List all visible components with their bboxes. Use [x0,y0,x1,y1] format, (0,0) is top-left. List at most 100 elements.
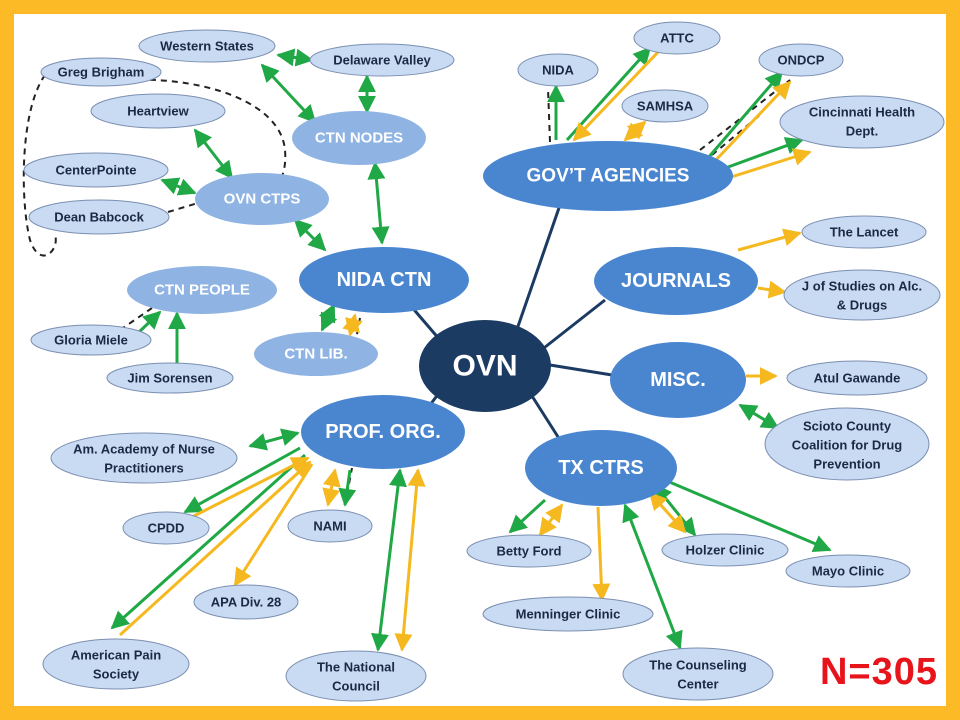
arrow-tx-holzer [653,483,697,537]
yellow-arrows [118,48,812,652]
leaf-holzer-clinic[interactable]: Holzer Clinic [661,533,789,567]
leaf-attc[interactable]: ATTC [633,21,721,55]
center-node[interactable]: OVN [419,320,551,412]
svg-text:ONDCP: ONDCP [778,53,825,68]
svg-text:Society: Society [93,667,140,682]
yarrow-govt-samhsa [623,120,647,142]
arrow-prof-aanp [248,428,300,451]
svg-text:ATTC: ATTC [660,31,694,46]
leaf-greg-brigham[interactable]: Greg Brigham [40,57,162,87]
arrow-misc-scioto [738,403,780,430]
hub-govt-agencies[interactable]: GOV’T AGENCIES [483,141,733,211]
leaf-jim-sorensen[interactable]: Jim Sorensen [106,362,234,394]
yarrow-prof-aps [118,460,312,637]
leaf-american-pain-society[interactable]: American Pain Society [42,638,190,690]
leaf-nami[interactable]: NAMI [287,509,373,543]
hub-journals[interactable]: JOURNALS [594,247,758,315]
mid-ctn-nodes[interactable]: CTN NODES [292,111,426,165]
leaf-heartview[interactable]: Heartview [90,93,226,129]
leaf-counseling-center[interactable]: The Counseling Center [622,647,774,701]
svg-text:Coalition for Drug: Coalition for Drug [792,438,903,453]
arrow-prof-council [371,468,407,652]
hub-tx-ctrs[interactable]: TX CTRS [525,430,677,506]
svg-text:SAMHSA: SAMHSA [637,99,694,114]
yarrow-prof-nami [322,468,341,507]
arrow-ctnnodes-nidactn [367,161,390,245]
leaf-samhsa[interactable]: SAMHSA [621,89,709,123]
arrow-prof-nami [338,469,357,507]
leaf-apa-div-28[interactable]: APA Div. 28 [193,584,299,620]
svg-text:CTN PEOPLE: CTN PEOPLE [154,282,250,299]
arrow-centerpointe-ctps [160,177,197,196]
svg-text:NIDA CTN: NIDA CTN [337,269,432,291]
svg-text:J of Studies on Alc.: J of Studies on Alc. [802,279,922,294]
leaf-cincinnati[interactable]: Cincinnati Health Dept. [779,95,945,149]
svg-text:Scioto County: Scioto County [803,419,892,434]
yarrow-tx-bettyford [538,503,564,537]
svg-text:Betty Ford: Betty Ford [497,544,562,559]
arrow-govt-ondcp [706,70,784,159]
hub-prof-org[interactable]: PROF. ORG. [301,395,465,469]
arrow-gloria-ctnpeople [136,310,162,335]
hub-nida-ctn[interactable]: NIDA CTN [299,247,469,313]
arrow-tx-counseling [622,503,683,650]
svg-text:TX CTRS: TX CTRS [558,457,644,479]
leaf-national-council[interactable]: The National Council [285,650,427,702]
svg-text:Prevention: Prevention [813,457,880,472]
mid-ctn-lib[interactable]: CTN LIB. [254,332,378,376]
svg-text:Heartview: Heartview [127,104,189,119]
leaf-aanp[interactable]: Am. Academy of Nurse Practitioners [50,432,238,484]
line-ovn-nida-ctn [408,304,442,341]
leaf-the-lancet[interactable]: The Lancet [801,215,927,249]
leaf-mayo-clinic[interactable]: Mayo Clinic [785,554,911,588]
leaf-nida[interactable]: NIDA [517,53,599,87]
dash-gloria-ctnpeople [119,307,153,331]
yarrow-prof-apa [233,463,314,587]
svg-text:The Lancet: The Lancet [830,225,899,240]
yarrow-nidactn-ctnlib [342,313,363,337]
leaf-scioto[interactable]: Scioto County Coalition for Drug Prevent… [764,407,930,481]
mid-ovn-ctps[interactable]: OVN CTPS [195,173,329,225]
leaf-ondcp[interactable]: ONDCP [758,43,844,77]
svg-text:Practitioners: Practitioners [104,461,183,476]
leaf-atul-gawande[interactable]: Atul Gawande [786,360,928,396]
svg-text:JOURNALS: JOURNALS [621,270,731,292]
svg-text:Council: Council [332,679,380,694]
yarrow-tx-menninger [592,506,611,602]
yarrow-govt-cincinnati [727,148,812,180]
leaf-gloria-miele[interactable]: Gloria Miele [30,324,152,356]
svg-text:APA Div. 28: APA Div. 28 [211,595,282,610]
svg-text:PROF. ORG.: PROF. ORG. [325,421,441,443]
dash-greg-loop [22,74,57,257]
leaf-western-states[interactable]: Western States [138,29,276,63]
svg-text:OVN CTPS: OVN CTPS [224,191,301,208]
svg-text:Dean Babcock: Dean Babcock [54,210,144,225]
leaf-menninger-clinic[interactable]: Menninger Clinic [482,596,654,632]
dash-dean-ovnctps [167,202,199,213]
leaf-j-studies[interactable]: J of Studies on Alc. & Drugs [783,269,941,321]
svg-text:American Pain: American Pain [71,648,161,663]
leaf-centerpointe[interactable]: CenterPointe [23,152,169,188]
svg-text:GOV’T AGENCIES: GOV’T AGENCIES [527,166,690,187]
leaf-dean-babcock[interactable]: Dean Babcock [28,199,170,235]
svg-text:The National: The National [317,660,395,675]
dash-govt-nida [547,87,551,143]
sample-size-label: N=305 [819,651,938,693]
leaf-betty-ford[interactable]: Betty Ford [466,534,592,568]
leaf-cpdd[interactable]: CPDD [122,511,210,545]
yarrow-tx-holzer [648,491,687,534]
hub-misc[interactable]: MISC. [610,342,746,418]
arrow-govt-cincinnati [719,137,804,172]
svg-text:CTN NODES: CTN NODES [315,130,403,147]
svg-text:Center: Center [677,677,718,692]
mid-ctn-people[interactable]: CTN PEOPLE [127,266,277,314]
arrow-ctps-nidactn [293,218,327,252]
svg-text:The Counseling: The Counseling [649,658,747,673]
arrow-tx-mayo [659,476,832,552]
leaf-delaware-valley[interactable]: Delaware Valley [309,43,455,77]
yarrow-govt-ondcp [712,80,792,164]
line-ovn-govt [513,204,562,336]
yarrow-journals-jstudies [757,280,787,299]
yarrow-prof-cpdd [189,456,310,520]
